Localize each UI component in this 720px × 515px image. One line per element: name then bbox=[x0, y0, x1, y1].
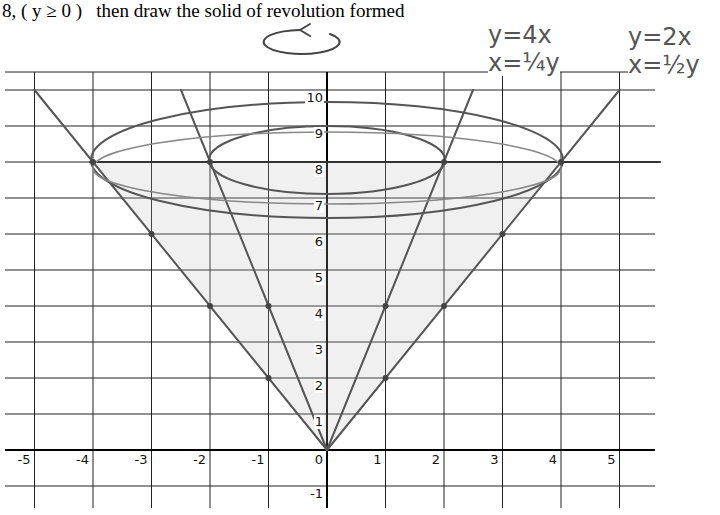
x-tick-number: 3 bbox=[489, 453, 499, 467]
y-tick-number: 10 bbox=[305, 91, 324, 105]
x-tick-number: -1 bbox=[251, 453, 266, 467]
x-tick-number: 2 bbox=[431, 453, 441, 467]
y-tick-number: 3 bbox=[314, 343, 324, 357]
axes bbox=[5, 72, 655, 508]
equation-label: x=½y bbox=[628, 52, 700, 78]
x-tick-number: 1 bbox=[372, 453, 382, 467]
y-tick-number: 4 bbox=[314, 307, 324, 321]
x-tick-number: 0 bbox=[314, 453, 324, 467]
equation-label: y=2x bbox=[628, 24, 692, 50]
instruction-text: 8, ( y ≥ 0 ) then draw the solid of revo… bbox=[2, 1, 404, 22]
x-tick-number: -2 bbox=[192, 453, 207, 467]
y-tick-number: -1 bbox=[309, 487, 324, 501]
pencil-lines bbox=[35, 90, 661, 450]
x-tick-number: -5 bbox=[17, 453, 32, 467]
cone-shading bbox=[93, 162, 561, 450]
rotation-arrow bbox=[264, 24, 340, 54]
y-tick-number: 5 bbox=[314, 271, 324, 285]
x-tick-number: -3 bbox=[134, 453, 149, 467]
y-tick-number: 6 bbox=[314, 235, 324, 249]
y-tick-number: 2 bbox=[314, 379, 324, 393]
y-tick-number: 7 bbox=[314, 199, 324, 213]
x-tick-number: -4 bbox=[75, 453, 90, 467]
y-tick-number: 8 bbox=[314, 163, 324, 177]
x-tick-number: 5 bbox=[606, 453, 616, 467]
y-tick-number: 1 bbox=[314, 415, 324, 429]
y-tick-number: 9 bbox=[314, 127, 324, 141]
pencil-dots bbox=[90, 159, 564, 381]
equation-label: y=4x bbox=[488, 22, 552, 48]
grid bbox=[5, 72, 655, 508]
x-tick-number: 4 bbox=[548, 453, 558, 467]
equation-label: x=¼y bbox=[488, 50, 560, 76]
